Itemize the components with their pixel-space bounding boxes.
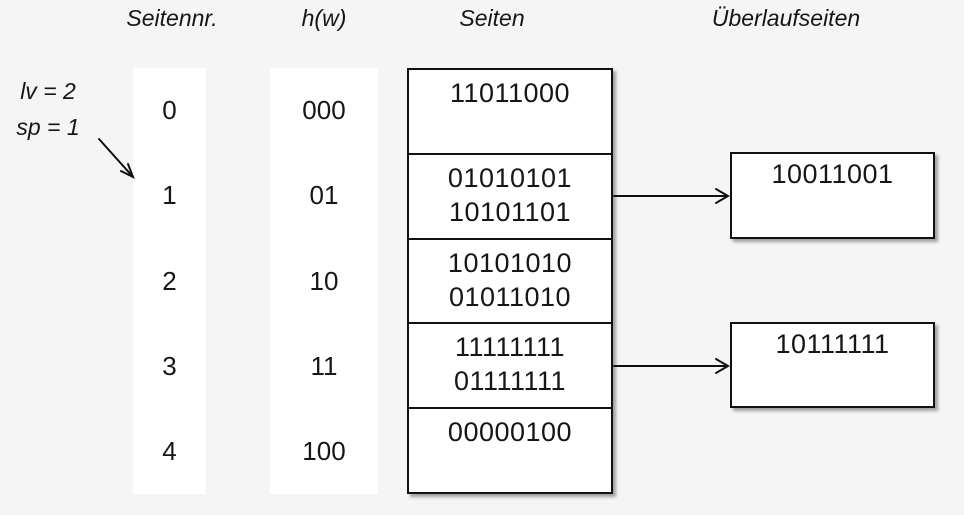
page-number-column: 0 1 2 3 4 [133, 68, 206, 494]
page-cell-4: 00000100 [409, 407, 611, 492]
overflow-page-box-2: 10111111 [730, 322, 935, 408]
record-value: 11111111 [454, 332, 566, 363]
column-header-page-number: Seitennr. [126, 5, 218, 31]
page-cell-1: 01010101 10101101 [409, 152, 611, 238]
overflow-arrow-2 [613, 358, 730, 374]
sp-value-label: sp = 1 [16, 114, 80, 140]
variable-annotations: lv = 2 sp = 1 [8, 73, 88, 145]
page-cell-3: 11111111 01111111 [409, 322, 611, 407]
pages-box: 11011000 01010101 10101101 10101010 0101… [407, 68, 613, 494]
split-pointer-arrow [98, 138, 135, 180]
column-header-pages: Seiten [459, 5, 525, 31]
column-header-overflow-pages: Überlaufseiten [711, 5, 861, 31]
record-value: 10101010 [447, 247, 573, 278]
hash-value-cell: 11 [310, 350, 338, 381]
page-cell-0: 11011000 [409, 70, 611, 153]
column-header-hash-function: h(w) [301, 5, 347, 31]
hash-value-cell: 000 [302, 95, 346, 126]
record-value: 10101101 [448, 196, 572, 227]
overflow-arrow-1 [613, 188, 730, 204]
record-value: 00000100 [447, 417, 573, 448]
overflow-record-value: 10011001 [771, 159, 894, 189]
hash-value-column: 000 01 10 11 100 [270, 68, 378, 494]
hash-value-cell: 100 [302, 435, 346, 466]
page-number-cell: 4 [162, 435, 177, 466]
record-value: 01010101 [447, 162, 573, 193]
lv-value-label: lv = 2 [20, 78, 76, 104]
hash-value-cell: 10 [309, 265, 339, 296]
overflow-record-value: 10111111 [775, 329, 890, 359]
page-number-cell: 3 [162, 350, 177, 381]
page-cell-2: 10101010 01011010 [409, 237, 611, 323]
page-number-cell: 1 [162, 180, 177, 211]
page-number-cell: 0 [162, 95, 177, 126]
page-number-cell: 2 [162, 265, 177, 296]
record-value: 01011010 [448, 281, 572, 312]
overflow-page-box-1: 10011001 [730, 152, 935, 239]
record-value: 01111111 [453, 366, 567, 397]
record-value: 11011000 [449, 78, 571, 108]
hash-value-cell: 01 [309, 180, 339, 211]
